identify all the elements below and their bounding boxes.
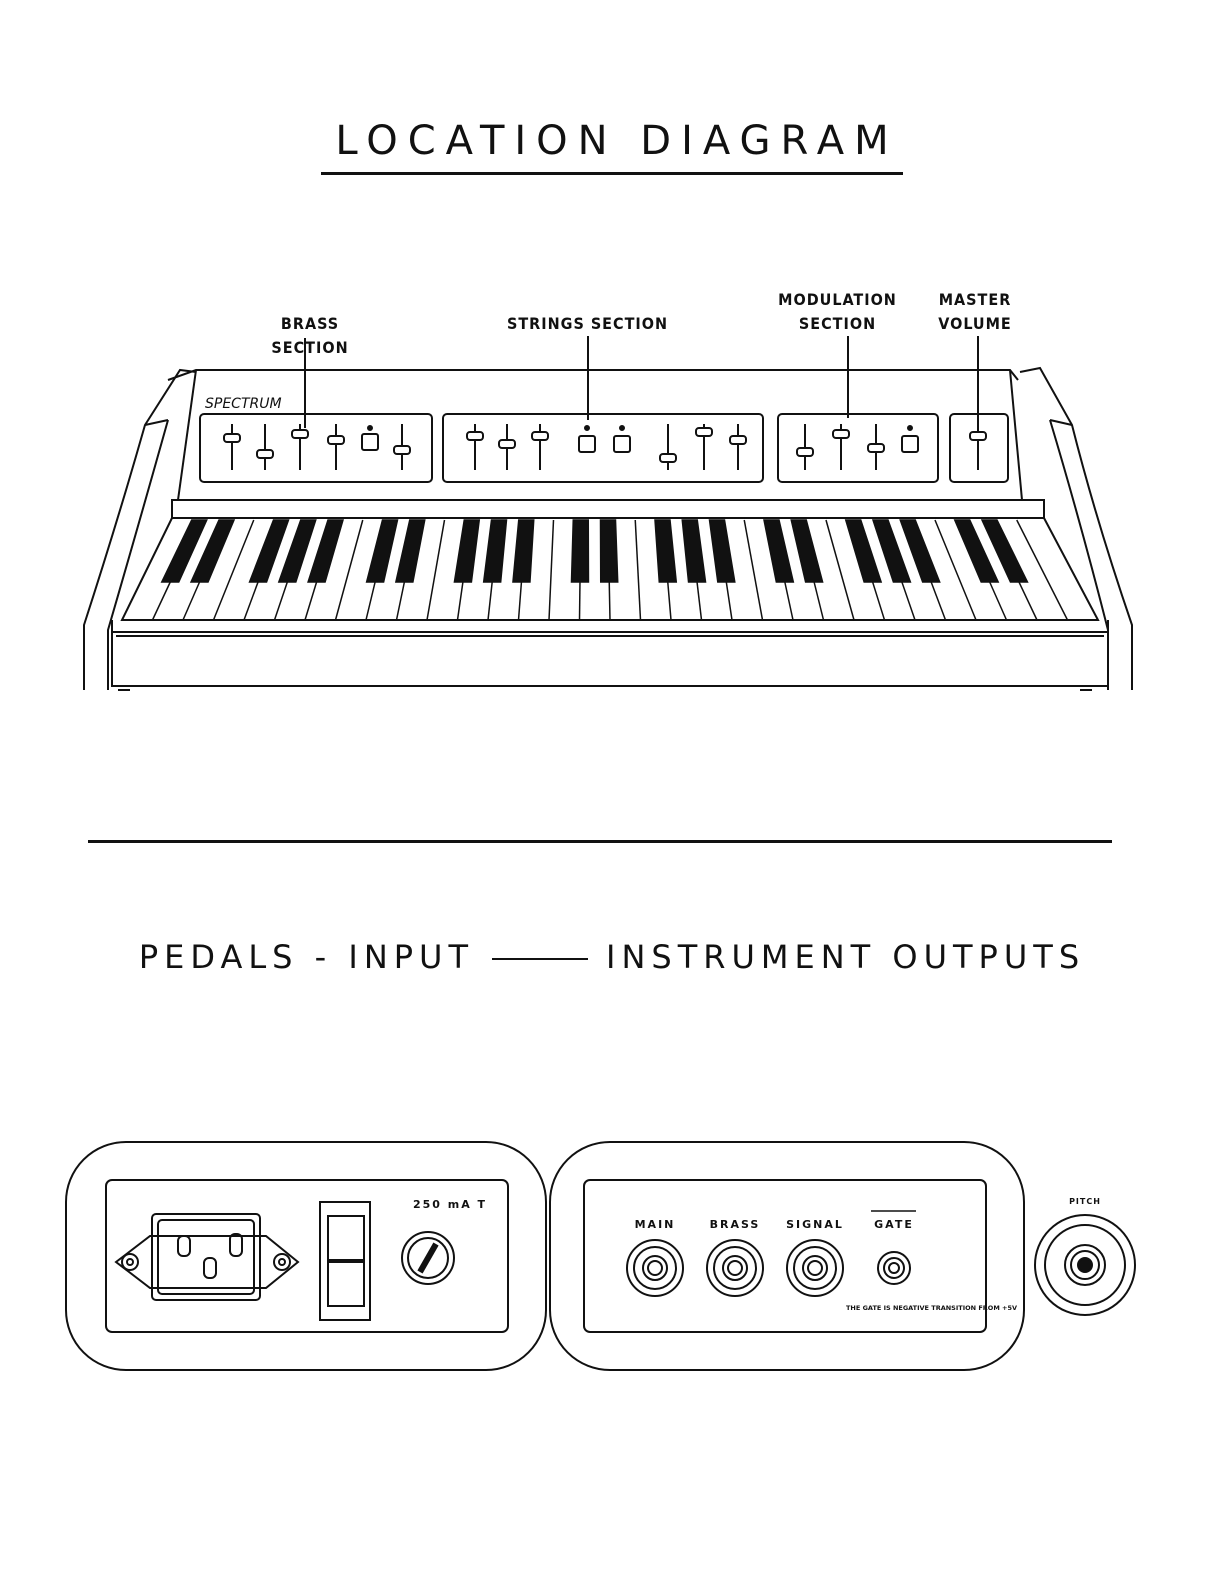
brand-logo: SPECTRUM — [205, 396, 282, 412]
black-key — [571, 520, 588, 582]
output-label-brass: BRASS — [710, 1218, 761, 1231]
button-led — [620, 426, 624, 430]
pedals-input-label: PEDALS - INPUT — [139, 938, 474, 976]
black-key — [513, 520, 534, 582]
master-volume-label: MASTER VOLUME — [930, 288, 1020, 336]
output-label-gate: GATE — [874, 1218, 914, 1231]
button-led — [368, 426, 372, 430]
black-key — [710, 520, 735, 582]
fader-knob — [696, 428, 712, 436]
heading-dash — [492, 958, 588, 960]
panel-button — [614, 436, 630, 452]
fader-knob — [224, 434, 240, 442]
white-key-divider — [1017, 520, 1068, 620]
modulation-label-line1: MODULATION — [775, 288, 900, 312]
button-led — [585, 426, 589, 430]
black-key — [601, 520, 618, 582]
panel-button — [362, 434, 378, 450]
fader-knob — [499, 440, 515, 448]
fader-knob — [660, 454, 676, 462]
instrument-outputs-label: INSTRUMENT OUTPUTS — [606, 938, 1085, 976]
page-title-text: LOCATION DIAGRAM — [321, 118, 902, 175]
fader-knob — [730, 436, 746, 444]
fuse-rating-label: 250 mA T — [413, 1198, 487, 1211]
fader-knob — [257, 450, 273, 458]
white-key-divider — [336, 520, 363, 620]
black-key — [655, 520, 676, 582]
black-key — [367, 520, 398, 582]
fader-knob — [467, 432, 483, 440]
panel-button — [579, 436, 595, 452]
output-label-signal: SIGNAL — [786, 1218, 844, 1231]
fader-knob — [394, 446, 410, 454]
output-label-main: MAIN — [635, 1218, 676, 1231]
white-key-divider — [427, 520, 445, 620]
gate-note: THE GATE IS NEGATIVE TRANSITION FROM +5V — [846, 1304, 1017, 1312]
button-led — [908, 426, 912, 430]
pitch-label: PITCH — [1069, 1197, 1101, 1206]
rear-panel-heading: PEDALS - INPUT INSTRUMENT OUTPUTS — [0, 938, 1224, 976]
fader-knob — [797, 448, 813, 456]
white-key-divider — [549, 520, 554, 620]
keyboard-illustration: SPECTRUM — [0, 330, 1224, 700]
black-key — [682, 520, 705, 582]
divider-line — [88, 840, 1112, 843]
fader-knob — [292, 430, 308, 438]
fader-knob — [532, 432, 548, 440]
black-key — [484, 520, 507, 582]
white-key-divider — [744, 520, 762, 620]
panel-button — [902, 436, 918, 452]
modulation-section-label: MODULATION SECTION — [775, 288, 900, 336]
master-label-line1: MASTER — [930, 288, 1020, 312]
fader-knob — [328, 436, 344, 444]
fader-knob — [833, 430, 849, 438]
fader-knob — [868, 444, 884, 452]
rear-panel-illustration: 250 mA T MAIN BRASS SIGNAL GATE THE GATE… — [0, 1130, 1224, 1390]
white-key-divider — [635, 520, 640, 620]
black-key — [396, 520, 425, 582]
page-title: LOCATION DIAGRAM — [0, 118, 1224, 164]
fader-knob — [970, 432, 986, 440]
black-key — [454, 520, 479, 582]
black-key — [791, 520, 822, 582]
black-key — [764, 520, 793, 582]
